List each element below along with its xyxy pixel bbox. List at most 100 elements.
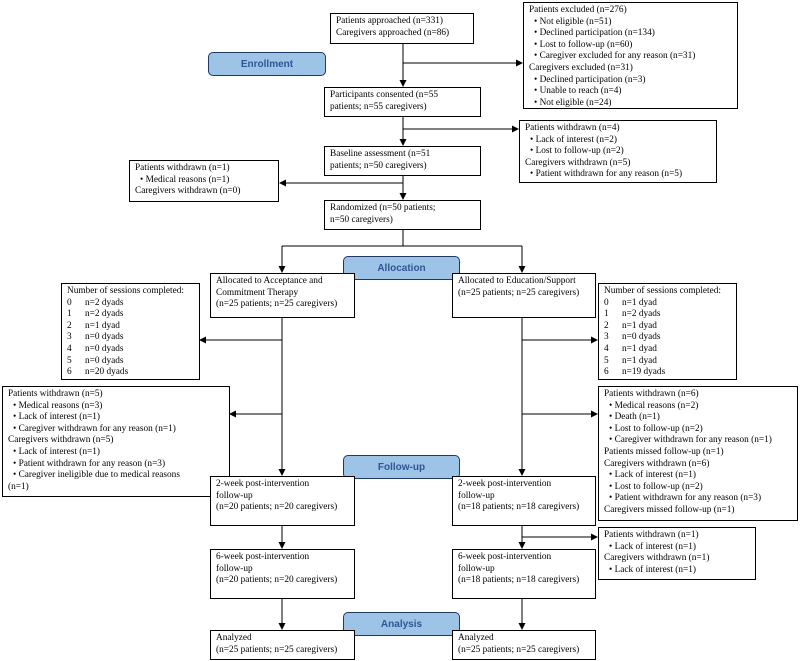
consented-box: Participants consented (n=55 patients; n… <box>324 87 481 117</box>
withdrawn-after-baseline-box: Patients withdrawn (n=1) Medical reasons… <box>129 160 279 202</box>
withdrawal-reason: Lack of interest (n=1) <box>604 542 750 554</box>
es-week2-line: (n=18 patients; n=18 caregivers) <box>458 502 580 513</box>
withdrawal-reason: Caregiver withdrawn for any reason (n=1) <box>604 435 792 447</box>
caregivers-withdrawn-header: Caregivers withdrawn (n=5) <box>525 157 631 168</box>
withdrawal-reason: Death (n=1) <box>604 412 792 424</box>
caregivers-withdrawn-header: Caregivers withdrawn (n=0) <box>135 186 241 197</box>
caregivers-missed-followup: Caregivers missed follow-up (n=1) <box>604 504 735 515</box>
es-withdrawn-box: Patients withdrawn (n=6) Medical reasons… <box>598 386 798 521</box>
withdrawal-reason: Lack of interest (n=1) <box>8 447 224 459</box>
es-withdrawn-week2-box: Patients withdrawn (n=1) Lack of interes… <box>598 527 756 580</box>
act-week2-box: 2-week post-intervention follow-up (n=20… <box>210 476 355 526</box>
es-allocated-line: Allocated to Education/Support <box>458 276 576 286</box>
patients-withdrawn-header: Patients withdrawn (n=5) <box>8 389 103 399</box>
act-week6-box: 6-week post-intervention follow-up (n=20… <box>210 549 355 599</box>
withdrawal-reason: Caregiver withdrawn for any reason (n=1) <box>8 424 224 436</box>
patients-withdrawn-header: Patients withdrawn (n=1) <box>135 163 230 173</box>
stage-enrollment: Enrollment <box>208 52 326 76</box>
approached-box: Patients approached (n=331) Caregivers a… <box>330 13 474 44</box>
randomized-box: Randomized (n=50 patients; n=50 caregive… <box>324 200 481 230</box>
withdrawal-reason: Medical reasons (n=2) <box>604 401 792 413</box>
withdrawal-reason: Patient withdrawn for any reason (n=5) <box>525 169 711 181</box>
exclusion-reason: Unable to reach (n=4) <box>529 86 732 98</box>
act-analyzed-line: (n=25 patients; n=25 caregivers) <box>216 644 338 655</box>
withdrawal-reason: Patient withdrawn for any reason (n=3) <box>604 493 792 505</box>
es-week6-line: 6-week post-intervention <box>458 552 552 562</box>
sessions-header: Number of sessions completed: <box>604 286 721 296</box>
patients-missed-followup: Patients missed follow-up (n=1) <box>604 446 724 457</box>
exclusion-reason: Declined participation (n=134) <box>529 28 732 40</box>
act-week6-line: (n=20 patients; n=20 caregivers) <box>216 575 338 586</box>
es-week2-line: 2-week post-intervention <box>458 479 552 489</box>
exclusion-reason: Caregiver excluded for any reason (n=31) <box>529 51 732 63</box>
consented-line: Participants consented (n=55 <box>330 90 438 100</box>
stage-analysis: Analysis <box>343 612 460 636</box>
excluded-box: Patients excluded (n=276) Not eligible (… <box>523 2 738 109</box>
randomized-line: Randomized (n=50 patients; <box>330 203 436 213</box>
withdrawal-reason: Lost to follow-up (n=2) <box>604 424 792 436</box>
withdrawal-reason: Medical reasons (n=1) <box>135 175 273 187</box>
exclusion-reason: Not eligible (n=24) <box>529 98 732 110</box>
act-allocated-line: (n=25 patients; n=25 caregivers) <box>216 299 338 310</box>
es-analyzed-box: Analyzed (n=25 patients; n=25 caregivers… <box>452 630 596 660</box>
withdrawal-reason: Lack of interest (n=1) <box>604 565 750 577</box>
act-analyzed-box: Analyzed (n=25 patients; n=25 caregivers… <box>210 630 355 660</box>
approached-line: Caregivers approached (n=86) <box>336 27 450 38</box>
stage-followup: Follow-up <box>343 455 460 479</box>
patients-withdrawn-header: Patients withdrawn (n=4) <box>525 123 620 133</box>
act-withdrawn-box: Patients withdrawn (n=5) Medical reasons… <box>2 386 230 497</box>
es-week6-box: 6-week post-intervention follow-up (n=18… <box>452 549 596 599</box>
act-analyzed-line: Analyzed <box>216 633 252 643</box>
consented-line: patients; n=55 caregivers) <box>330 101 427 112</box>
withdrawal-reason: Caregiver ineligible due to medical reas… <box>8 470 224 482</box>
es-week2-line: follow-up <box>458 490 495 501</box>
withdrawal-reason: Lack of interest (n=2) <box>525 135 711 147</box>
es-allocated-line: (n=25 patients; n=25 caregivers) <box>458 287 580 298</box>
baseline-box: Baseline assessment (n=51 patients; n=50… <box>324 146 481 176</box>
act-allocated-box: Allocated to Acceptance and Commitment T… <box>210 273 355 318</box>
withdrawn-after-consent-box: Patients withdrawn (n=4) Lack of interes… <box>519 120 717 183</box>
baseline-line: patients; n=50 caregivers) <box>330 160 427 171</box>
act-week6-line: 6-week post-intervention <box>216 552 310 562</box>
act-week6-line: follow-up <box>216 563 253 574</box>
es-analyzed-line: (n=25 patients; n=25 caregivers) <box>458 644 580 655</box>
act-allocated-line: Allocated to Acceptance and <box>216 276 323 286</box>
withdrawal-reason: Lost to follow-up (n=2) <box>604 482 792 494</box>
act-week2-line: (n=20 patients; n=20 caregivers) <box>216 502 338 513</box>
patients-withdrawn-header: Patients withdrawn (n=6) <box>604 389 699 399</box>
patients-withdrawn-header: Patients withdrawn (n=1) <box>604 530 699 540</box>
es-analyzed-line: Analyzed <box>458 633 494 643</box>
stage-allocation: Allocation <box>343 256 460 280</box>
es-week2-box: 2-week post-intervention follow-up (n=18… <box>452 476 596 526</box>
patients-excluded-header: Patients excluded (n=276) <box>529 5 627 15</box>
randomized-line: n=50 caregivers) <box>330 214 393 225</box>
approached-line: Patients approached (n=331) <box>336 16 443 26</box>
withdrawal-reason: Patient withdrawn for any reason (n=3) <box>8 459 224 471</box>
exclusion-reason: Not eligible (n=51) <box>529 17 732 29</box>
withdrawal-reason: Medical reasons (n=3) <box>8 401 224 413</box>
es-week6-line: (n=18 patients; n=18 caregivers) <box>458 575 580 586</box>
exclusion-reason: Lost to follow-up (n=60) <box>529 40 732 52</box>
act-week2-line: follow-up <box>216 490 253 501</box>
caregivers-withdrawn-header: Caregivers withdrawn (n=1) <box>604 553 710 564</box>
withdrawal-reason: Lack of interest (n=1) <box>8 412 224 424</box>
exclusion-reason: Declined participation (n=3) <box>529 75 732 87</box>
